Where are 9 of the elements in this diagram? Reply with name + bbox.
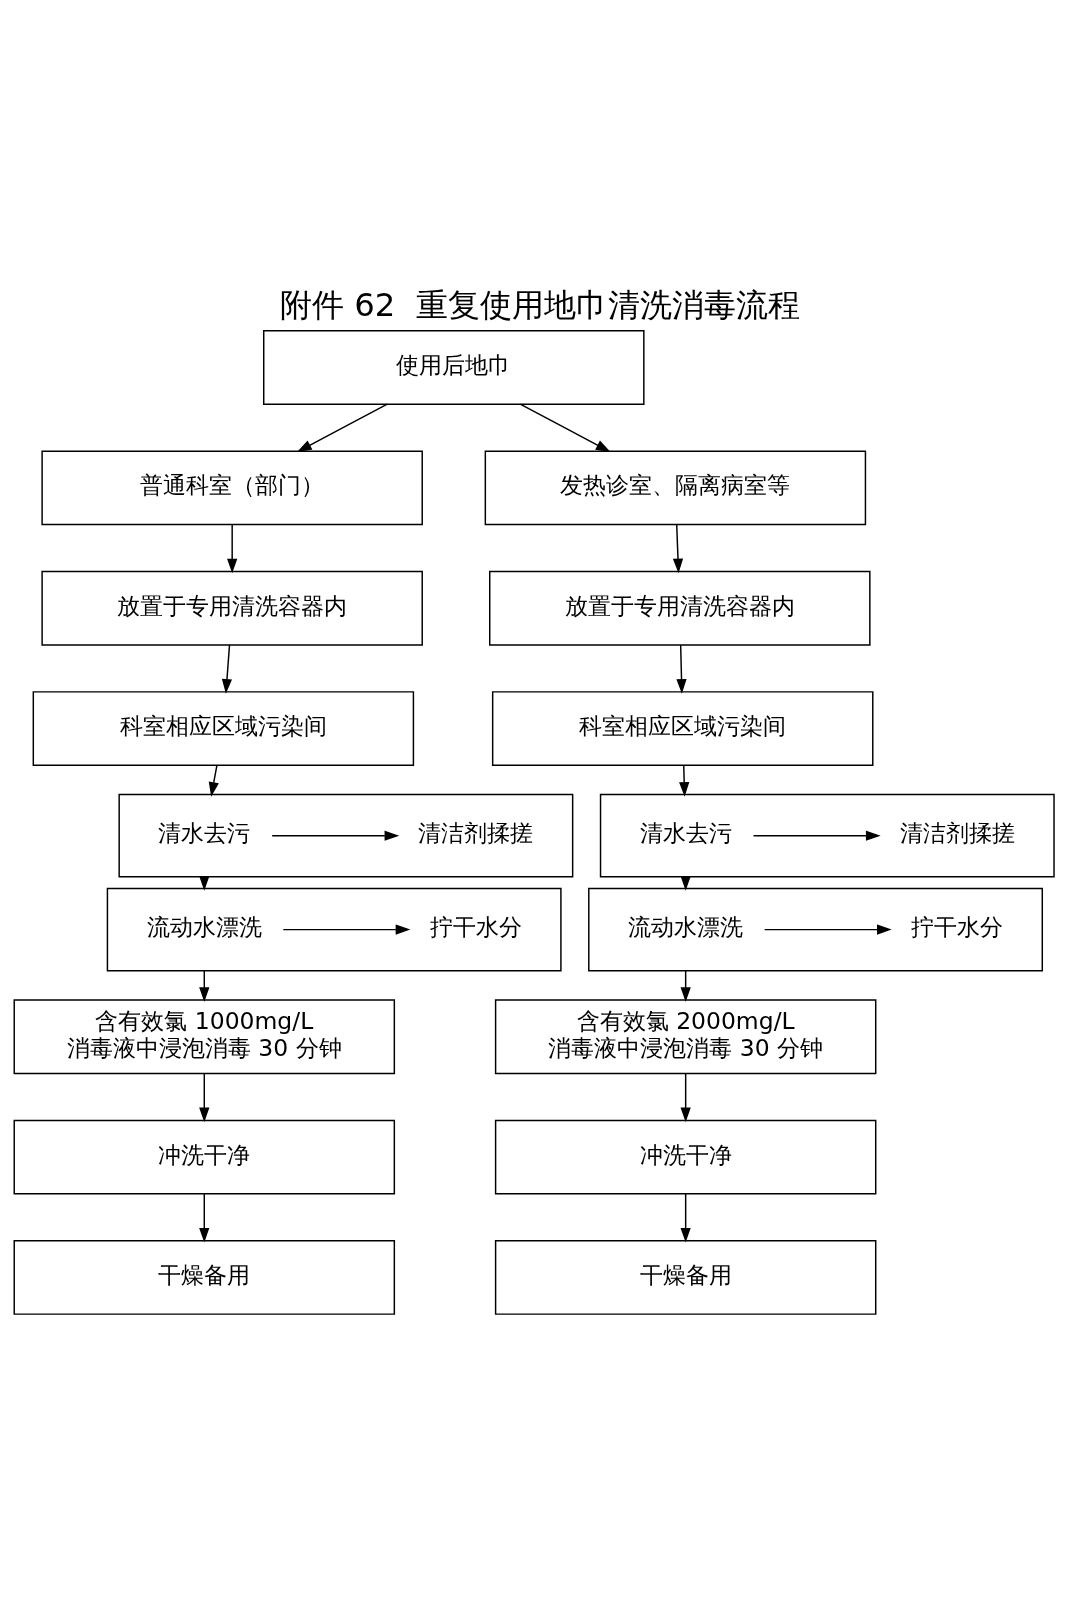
diagram-title: 附件 62 重复使用地巾清洗消毒流程	[280, 285, 800, 324]
node-text: 流动水漂洗	[628, 912, 744, 941]
node-text: 清水去污	[639, 818, 732, 847]
node-text: 清洁剂揉搓	[418, 818, 534, 847]
node-text: 清洁剂揉搓	[899, 818, 1015, 847]
node-text: 清水去污	[158, 818, 251, 847]
node-text: 流动水漂洗	[146, 912, 262, 941]
node-text: 拧干水分	[429, 912, 522, 941]
node-text: 拧干水分	[911, 912, 1004, 941]
